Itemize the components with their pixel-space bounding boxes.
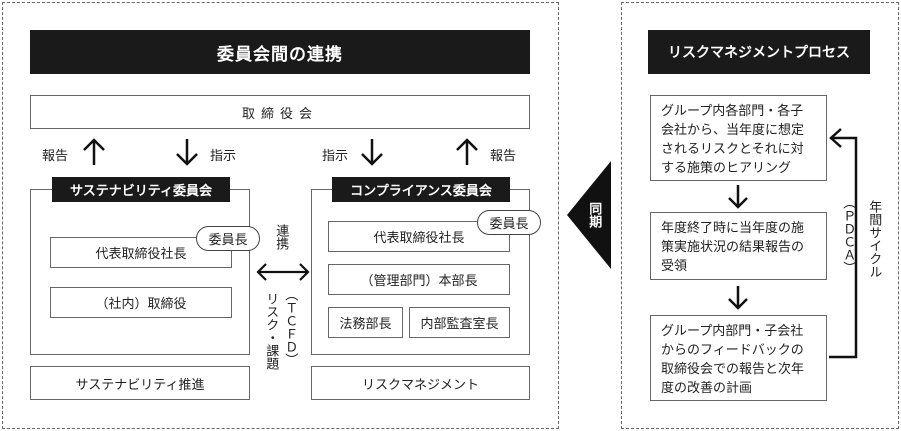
committee-collaboration-panel <box>2 2 559 429</box>
sustainability-president-box: 代表取締役社長 <box>50 237 232 268</box>
sustainability-committee-box <box>30 189 250 355</box>
pdca-label: （ＰＤＣＡ） <box>840 196 856 274</box>
down-arrow-icon <box>176 139 198 166</box>
compliance-committee-header: コンプライアンス委員会 <box>332 177 510 202</box>
sustainability-chair-badge: 委員長 <box>196 226 260 251</box>
instruct-label: 指示 <box>210 149 237 164</box>
report-label: 報告 <box>490 149 517 164</box>
instruct-label: 指示 <box>322 149 349 164</box>
sync-label: 同期 <box>586 202 602 228</box>
risk-process-panel <box>621 2 899 429</box>
down-arrow-icon <box>728 286 748 310</box>
board-of-directors-box: 取締役会 <box>30 95 530 129</box>
compliance-chair-badge: 委員長 <box>477 210 541 235</box>
sync-arrow-icon <box>567 161 611 269</box>
sustainability-director-box: （社内）取締役 <box>50 287 232 318</box>
risk-process-title: リスクマネジメントプロセス <box>648 30 870 74</box>
up-arrow-icon <box>456 138 478 165</box>
up-arrow-icon <box>83 138 105 165</box>
committee-collaboration-title: 委員会間の連携 <box>30 30 530 74</box>
down-arrow-icon <box>361 139 383 166</box>
annual-cycle-label: 年間サイクル <box>866 200 882 278</box>
compliance-president-box: 代表取締役社長 <box>328 221 510 252</box>
sustainability-committee-header: サステナビリティ委員会 <box>52 177 230 202</box>
report-label: 報告 <box>42 149 69 164</box>
link-label: 連携 <box>273 224 289 250</box>
down-arrow-icon <box>728 185 748 209</box>
sustainability-promotion-box: サステナビリティ推進 <box>30 366 250 400</box>
internal-audit-head-box: 内部監査室長 <box>409 307 510 338</box>
cycle-arrow-icon <box>829 128 858 359</box>
legal-manager-box: 法務部長 <box>328 307 403 338</box>
bidirectional-arrow-icon <box>256 263 310 281</box>
process-step-1: グループ内各部門・各子会社から、当年度に想定されるリスクとそれに対する施策のヒア… <box>650 95 827 181</box>
risk-management-box: リスクマネジメント <box>311 366 530 400</box>
process-step-3: グループ内部門・子会社からのフィードバックの取締役会での報告と次年度の改善の計画 <box>650 315 827 401</box>
risk-issue-label: リスク・課題 <box>263 292 279 370</box>
admin-division-head-box: （管理部門）本部長 <box>328 264 510 295</box>
tcfd-label: （ＴＣＦＤ） <box>282 288 298 366</box>
process-step-2: 年度終了時に当年度の施策実施状況の結果報告の受領 <box>650 212 827 280</box>
